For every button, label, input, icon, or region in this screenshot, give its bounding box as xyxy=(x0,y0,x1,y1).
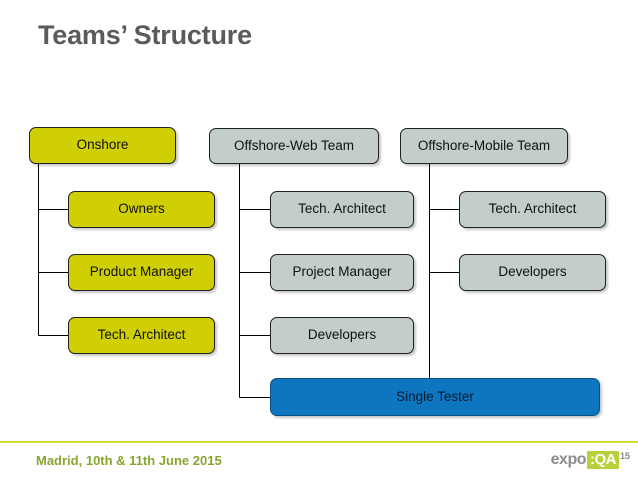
slide-footer: Madrid, 10th & 11th June 2015 expo :QA 1… xyxy=(0,443,638,479)
node-label: Tech. Architect xyxy=(97,327,186,343)
node-label: Product Manager xyxy=(89,264,194,280)
expoqa-logo: expo :QA 15 xyxy=(551,451,630,473)
logo-word: expo xyxy=(550,451,587,468)
footer-event-text: Madrid, 10th & 11th June 2015 xyxy=(36,453,222,468)
logo-badge: :QA xyxy=(586,451,619,469)
node-offshore-mobile-team[interactable]: Offshore-Mobile Team xyxy=(400,128,568,164)
node-onshore[interactable]: Onshore xyxy=(29,127,176,164)
page-title: Teams’ Structure xyxy=(38,20,252,50)
node-single-tester[interactable]: Single Tester xyxy=(270,378,600,416)
logo-year: 15 xyxy=(619,451,630,461)
node-label: Developers xyxy=(307,327,377,343)
node-onshore-owners[interactable]: Owners xyxy=(68,191,215,228)
node-web-developers[interactable]: Developers xyxy=(270,317,414,354)
node-label: Project Manager xyxy=(292,264,392,280)
node-label: Tech. Architect xyxy=(488,201,577,217)
node-label: Developers xyxy=(498,264,567,280)
node-web-tech-architect[interactable]: Tech. Architect xyxy=(270,191,414,228)
node-mobile-tech-architect[interactable]: Tech. Architect xyxy=(459,191,606,228)
node-onshore-tech-architect[interactable]: Tech. Architect xyxy=(68,317,215,354)
node-mobile-developers[interactable]: Developers xyxy=(459,254,606,291)
node-label: Owners xyxy=(118,201,165,217)
node-offshore-web-team[interactable]: Offshore-Web Team xyxy=(209,128,379,164)
node-label: Tech. Architect xyxy=(298,201,386,217)
node-label: Offshore-Mobile Team xyxy=(417,137,551,153)
node-web-project-manager[interactable]: Project Manager xyxy=(270,254,414,291)
node-label: Offshore-Web Team xyxy=(233,137,355,153)
footer-divider xyxy=(0,441,638,443)
node-label: Single Tester xyxy=(396,388,474,404)
node-label: Onshore xyxy=(76,137,129,153)
org-chart-diagram: Onshore Owners Product Manager Tech. Arc… xyxy=(29,127,606,416)
node-onshore-product-manager[interactable]: Product Manager xyxy=(68,254,215,291)
